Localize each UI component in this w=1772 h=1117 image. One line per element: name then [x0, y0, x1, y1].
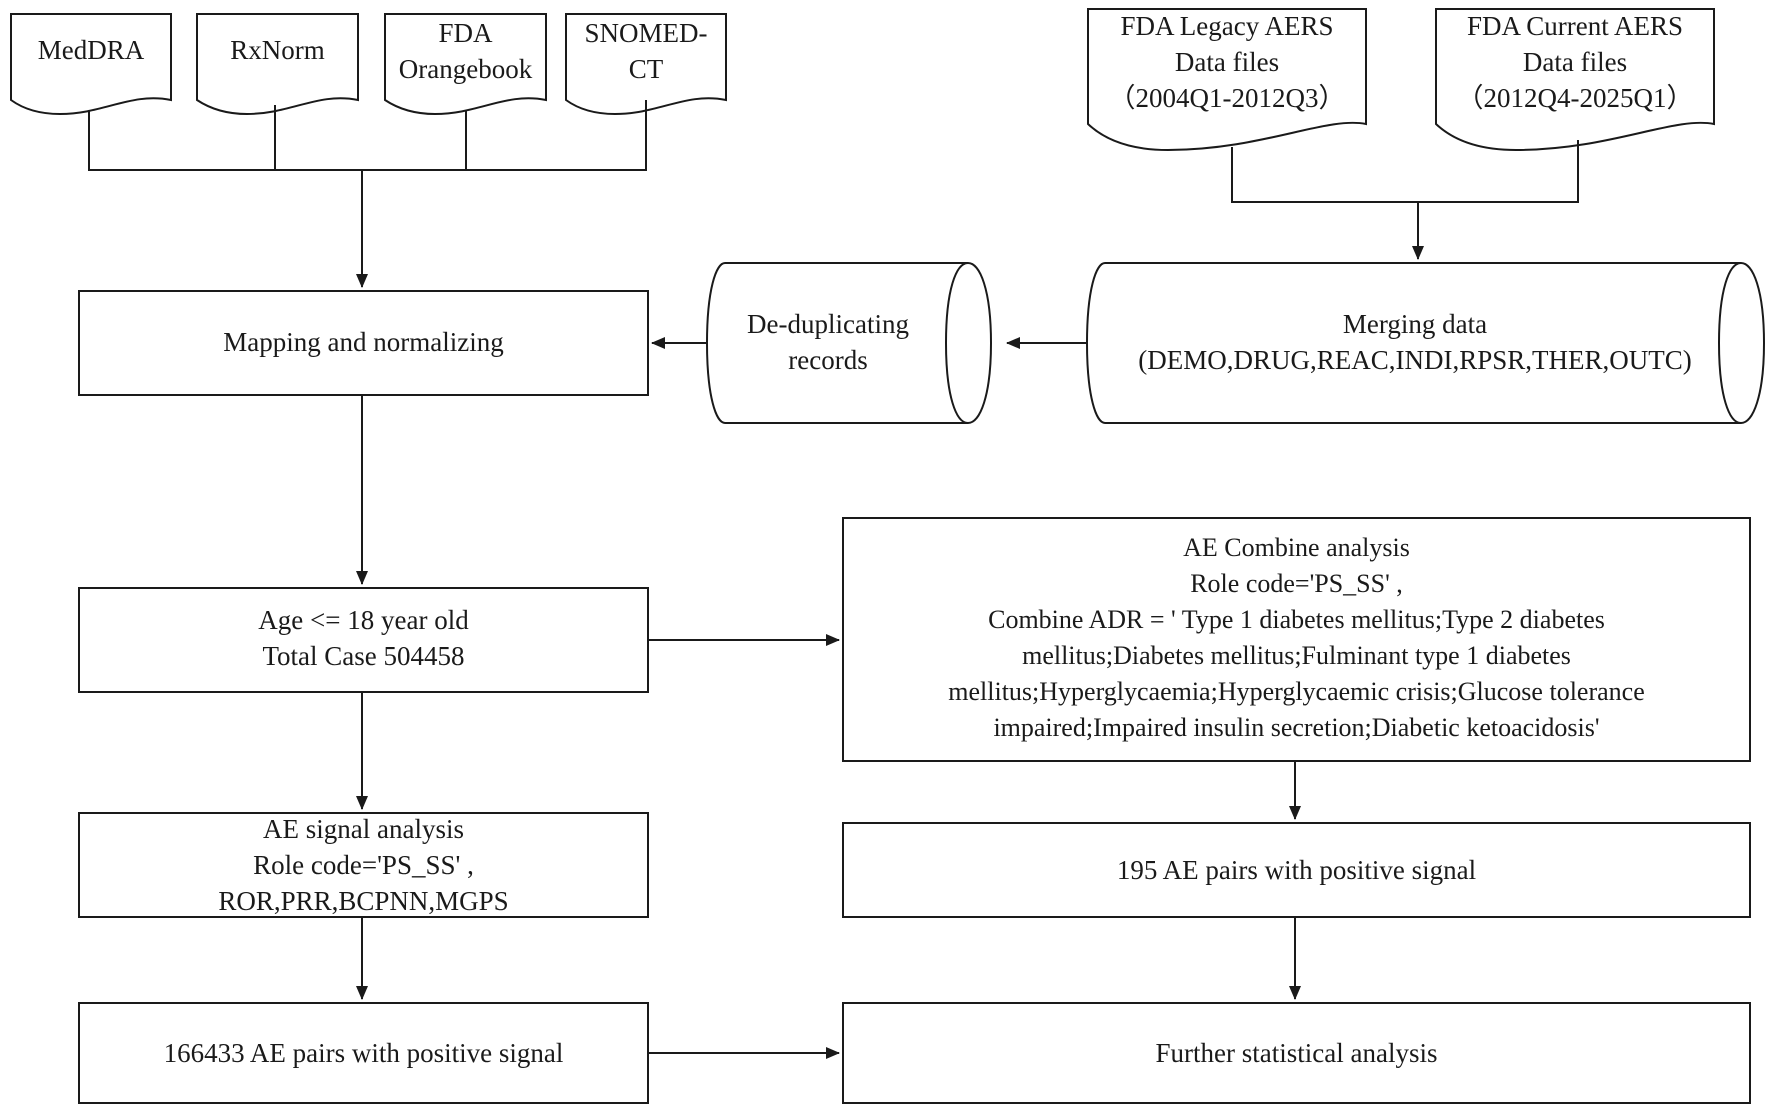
combine-analysis-label: AE Combine analysis Role code='PS_SS' , … [948, 533, 1645, 742]
snomed-label: SNOMED- CT [584, 18, 708, 84]
rxnorm-label: RxNorm [230, 35, 325, 65]
positive-pairs-label: 166433 AE pairs with positive signal [163, 1038, 564, 1068]
fda-orangebook-label: FDA Orangebook [398, 18, 533, 84]
sources-connector [88, 100, 647, 287]
aers-connector [1231, 140, 1579, 259]
fda-orangebook-document-shape [384, 13, 547, 116]
legacy-aers-document-shape [1087, 8, 1367, 152]
mapping-label: Mapping and normalizing [223, 327, 504, 357]
signal-analysis-label: AE signal analysis Role code='PS_SS' , R… [218, 814, 509, 916]
legacy-aers-label: FDA Legacy AERS Data files （2004Q1-2012Q… [1108, 11, 1346, 113]
further-analysis-label: Further statistical analysis [1155, 1038, 1438, 1068]
age-filter-box [78, 587, 649, 693]
current-aers-document-shape [1435, 8, 1715, 152]
meddra-label: MedDRA [37, 35, 145, 65]
meddra-document-shape [10, 13, 172, 116]
further-analysis-box [842, 1002, 1751, 1104]
snomed-document-shape [565, 13, 727, 116]
combine-pairs-label: 195 AE pairs with positive signal [1116, 855, 1477, 885]
current-aers-label: FDA Current AERS Data files （2012Q4-2025… [1456, 11, 1694, 113]
age-filter-label: Age <= 18 year old Total Case 504458 [258, 605, 469, 671]
signal-analysis-box [78, 812, 649, 918]
mapping-box [78, 290, 649, 396]
rxnorm-document-shape [196, 13, 359, 116]
positive-pairs-box [78, 1002, 649, 1104]
dedup-label: De-duplicating records [747, 309, 909, 375]
merging-data-label: Merging data (DEMO,DRUG,REAC,INDI,RPSR,T… [1138, 309, 1692, 375]
combine-pairs-box [842, 822, 1751, 918]
combine-analysis-box [842, 517, 1751, 762]
